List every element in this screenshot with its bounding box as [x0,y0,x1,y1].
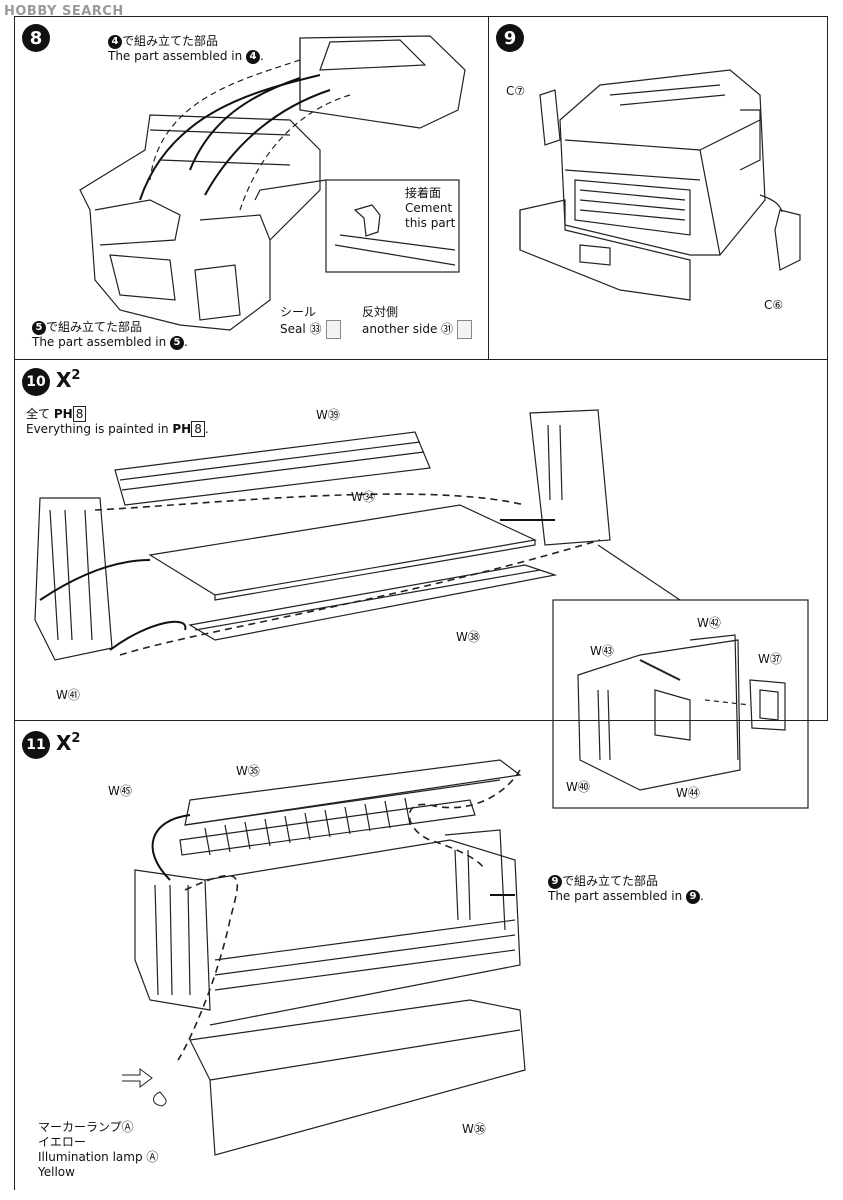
ref-badge-4: 4 [108,34,122,49]
seal-en: Seal [280,322,306,336]
step-8-bottom-note-jp: で組み立てた部品 [46,320,143,334]
cement-en-2: this part [405,216,456,230]
part-label-w45: W㊺ [108,784,132,798]
ref-badge-4b: 4 [246,49,261,64]
truck-cab-drawing [519,69,801,301]
lamp-jp-1: マーカーランプⒶ [38,1120,134,1134]
step-8-top-note-jp: で組み立てた部品 [122,34,219,48]
part-label-w40: W㊵ [566,780,590,794]
cab-interior-drawing [79,35,466,331]
step-9-badge: 9 [496,24,524,52]
part-label-w36: W㊱ [462,1122,486,1136]
part-label-w34: W㉞ [351,490,375,504]
part-label-w35: W㉟ [236,764,260,778]
seal-thumbnail-icon [457,320,473,339]
assembled-en: The part assembled in [548,889,683,903]
part-label-w44: W㊹ [676,786,700,800]
watermark: HOBBY SEARCH [4,4,124,19]
cement-en-1: Cement [405,201,453,215]
another-side-en: another side [362,322,438,336]
seal-jp: シール [280,305,317,319]
step-11-badge: 11 [22,731,50,759]
another-side-callout: 反対側 another side ㉛ [362,305,473,339]
lamp-en-1: Illumination lamp Ⓐ [38,1150,159,1164]
part-label-w42: W㊷ [697,616,721,630]
step-8-badge: 8 [22,24,50,52]
x-count: 2 [71,731,81,746]
panel-step-11 [14,720,828,1190]
paint-code-en: PH [172,422,192,436]
ref-badge-5b: 5 [170,335,185,350]
step-10-x-mark: X2 [56,368,80,392]
cement-callout: 接着面 Cement this part [405,186,455,231]
x-letter: X [56,731,72,755]
part-label-w38: W㊳ [456,630,480,644]
paint-number-en: 8 [191,421,205,437]
paint-note-en: Everything is painted in [26,422,169,436]
part-label-w41: W㊶ [56,688,80,702]
ref-badge-5: 5 [32,320,46,335]
part-label-w43: W㊸ [590,644,614,658]
part-label-w39: W㊴ [316,408,340,422]
part-label-c6: C⑥ [764,298,784,312]
illumination-lamp-note: マーカーランプⒶ イエロー Illumination lamp Ⓐ Yellow [38,1120,158,1180]
step-11-x-mark: X2 [56,731,80,755]
paint-code: PH [53,407,73,421]
ref-badge-9b: 9 [686,889,701,904]
x-count: 2 [71,368,81,383]
part-label-w37: W㊲ [758,652,782,666]
step-10-badge: 10 [22,368,50,396]
assembled-jp: で組み立てた部品 [562,874,659,888]
step-8-top-note-en: The part assembled in [108,49,243,63]
another-side-jp: 反対側 [362,305,399,319]
seal-thumbnail-icon [325,320,341,339]
part-label-c7: C⑦ [506,84,526,98]
another-side-number: ㉛ [441,322,454,336]
step-8-bottom-note-en: The part assembled in [32,335,167,349]
rear-body-drawing [134,759,526,1156]
seal-callout: シール Seal ㉝ [280,305,341,339]
rear-deck-drawing [34,409,611,661]
cement-jp: 接着面 [405,186,442,200]
lamp-en-2: Yellow [38,1165,75,1179]
ref-badge-9: 9 [548,874,562,889]
lamp-jp-2: イエロー [38,1135,86,1149]
paint-number: 8 [72,406,87,422]
seal-number: ㉝ [309,322,322,336]
x-letter: X [56,368,72,392]
paint-note-jp: 全て [26,407,51,421]
